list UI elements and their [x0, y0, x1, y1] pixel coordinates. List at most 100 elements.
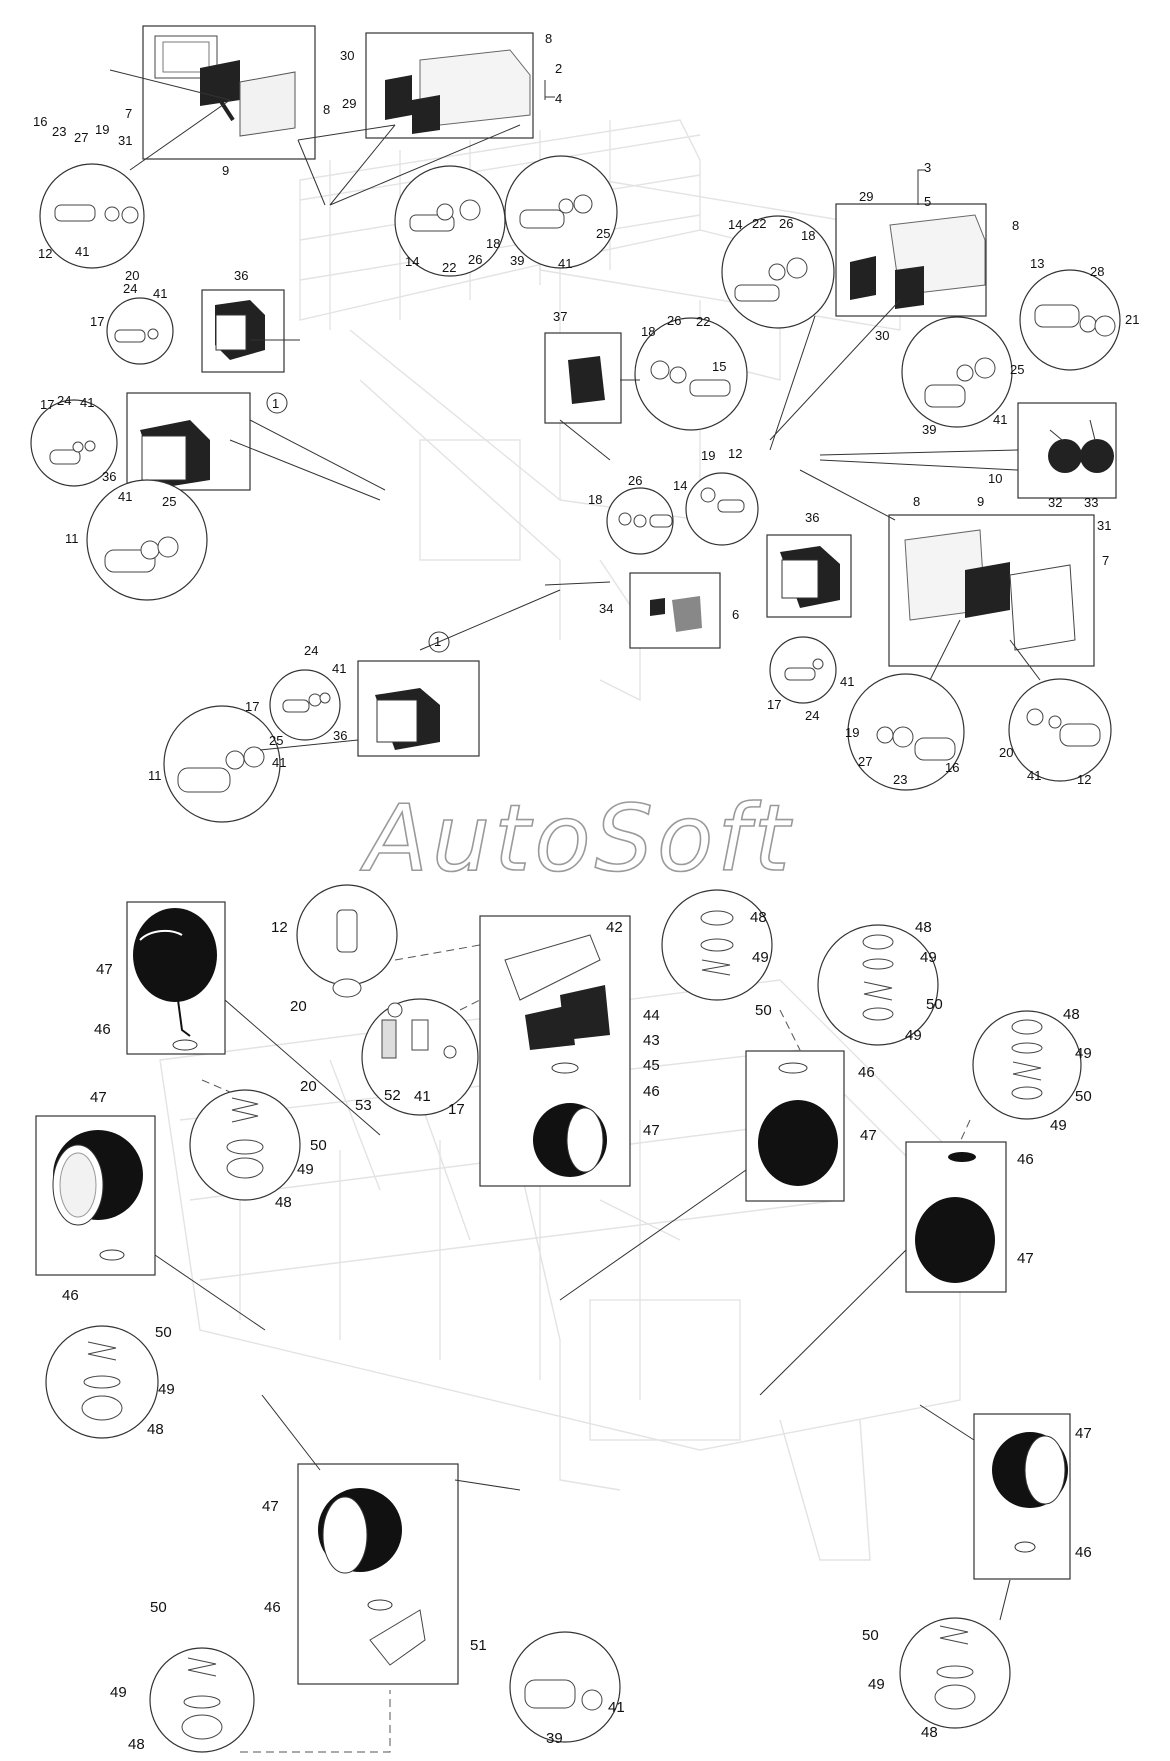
callout: 50 [862, 1627, 879, 1644]
callout: 11 [148, 768, 162, 783]
inset-36-a [201, 289, 285, 373]
machine-outline-bottom [159, 979, 961, 1561]
callout: 25 [1010, 362, 1024, 377]
inset-2-4-29-30 [365, 32, 534, 139]
callout: 48 [1063, 1006, 1080, 1023]
callout: 46 [94, 1021, 111, 1038]
callout: 39 [510, 253, 524, 268]
callout: 47 [96, 961, 113, 978]
callout: 16 [945, 760, 959, 775]
callout: 27 [858, 754, 872, 769]
callout: 49 [920, 949, 937, 966]
callout: 24 [123, 281, 137, 296]
callout: 27 [74, 130, 88, 145]
callout: 18 [588, 492, 602, 507]
callout: 23 [893, 772, 907, 787]
callout: 46 [1075, 1544, 1092, 1561]
callout: 22 [696, 314, 710, 329]
callout: 12 [38, 246, 52, 261]
callout: 28 [1090, 264, 1104, 279]
callout: 36 [234, 268, 248, 283]
callout: 8 [1012, 218, 1019, 233]
callout: 50 [926, 996, 943, 1013]
callout: 46 [1017, 1151, 1034, 1168]
inset-46-47-d [905, 1141, 1007, 1293]
callout: 48 [128, 1736, 145, 1753]
watermark-text: AutoSoft [360, 785, 794, 892]
leader-lines-top [109, 69, 1041, 751]
callout: 30 [875, 328, 889, 343]
callout: 33 [1084, 495, 1098, 510]
callout: 19 [95, 122, 109, 137]
callout: 14 [728, 217, 742, 232]
callout: 46 [264, 1599, 281, 1616]
callout: 18 [801, 228, 815, 243]
callout: 25 [596, 226, 610, 241]
callout: 20 [290, 998, 307, 1015]
callout: 36 [805, 510, 819, 525]
callout: 50 [1075, 1088, 1092, 1105]
callout: 12 [728, 446, 742, 461]
callout: 41 [608, 1699, 625, 1716]
callout: 22 [442, 260, 456, 275]
callout: 41 [993, 412, 1007, 427]
callout: 31 [118, 133, 132, 148]
callout: 50 [755, 1002, 772, 1019]
callout-labels: 8 2 4 30 29 8 7 31 9 16 23 27 19 12 41 2… [33, 31, 1139, 1753]
callout: 32 [1048, 495, 1062, 510]
callout: 12 [271, 919, 288, 936]
callout: 29 [342, 96, 356, 111]
callout: 48 [921, 1724, 938, 1741]
inset-10-32-33 [1017, 402, 1117, 499]
callout: 24 [304, 643, 318, 658]
callout: 16 [33, 114, 47, 129]
callout: 49 [1050, 1117, 1067, 1134]
inset-47-46-51 [297, 1463, 459, 1685]
callout: 48 [750, 909, 767, 926]
callout: 39 [546, 1730, 563, 1747]
callout: 50 [150, 1599, 167, 1616]
callout: 18 [641, 324, 655, 339]
callout: 7 [125, 106, 132, 121]
callout: 46 [62, 1287, 79, 1304]
inset-46-47-c [745, 1050, 845, 1202]
callout: 47 [643, 1122, 660, 1139]
callout: 48 [915, 919, 932, 936]
callout: 43 [643, 1032, 660, 1049]
callout: 49 [297, 1161, 314, 1178]
callout: 9 [977, 494, 984, 509]
callout: 20 [300, 1078, 317, 1095]
callout: 14 [405, 254, 419, 269]
callout: 50 [310, 1137, 327, 1154]
callout: 17 [767, 697, 781, 712]
callout: 42 [606, 919, 623, 936]
callout: 4 [555, 91, 562, 106]
callout: 36 [102, 469, 116, 484]
callout: 49 [1075, 1045, 1092, 1062]
inset-3-5-29-30 [835, 203, 987, 317]
callout: 18 [486, 236, 500, 251]
callout: 49 [868, 1676, 885, 1693]
callout: 46 [858, 1064, 875, 1081]
inset-42-47 [479, 915, 631, 1187]
callout: 47 [262, 1498, 279, 1515]
callout: 21 [1125, 312, 1139, 327]
callout: 41 [558, 256, 572, 271]
inset-7-8-9-31-right [888, 514, 1095, 667]
callout: 49 [752, 949, 769, 966]
callout: 41 [118, 489, 132, 504]
callout: 41 [840, 674, 854, 689]
callout: 49 [110, 1684, 127, 1701]
callout: 26 [779, 216, 793, 231]
callout: 20 [125, 268, 139, 283]
callout: 34 [599, 601, 613, 616]
callout: 8 [545, 31, 552, 46]
callout: 26 [468, 252, 482, 267]
callout: 41 [414, 1088, 431, 1105]
callout: 5 [924, 194, 931, 209]
callout: 17 [40, 397, 54, 412]
callout: 49 [905, 1027, 922, 1044]
callout: 36 [333, 728, 347, 743]
inset-47-a [126, 901, 226, 1055]
